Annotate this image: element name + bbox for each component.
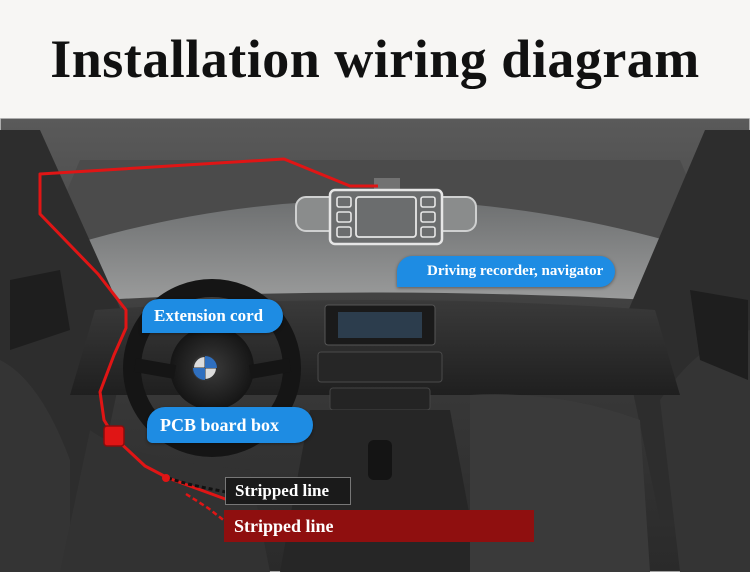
page-title: Installation wiring diagram: [50, 29, 700, 89]
car-interior-photo: [0, 118, 750, 572]
dash-cam-icon: [295, 178, 477, 246]
driver-seat: [60, 430, 270, 572]
steering-wheel-icon: [123, 279, 301, 457]
power-wire: [38, 157, 378, 523]
stripped-line-black-label: Stripped line: [225, 477, 351, 505]
gear-lever: [368, 440, 392, 480]
callout-extension-cord: Extension cord: [142, 299, 284, 333]
passenger-seat: [470, 394, 650, 572]
right-mirror: [690, 290, 748, 380]
callout-driving-recorder: Driving recorder, navigator: [397, 256, 616, 287]
page-title-bar: Installation wiring diagram: [0, 0, 750, 118]
pcb-box-icon: [103, 425, 125, 447]
callout-pcb-board-box: PCB board box: [147, 407, 314, 443]
stripped-line-red-label: Stripped line: [224, 510, 534, 542]
left-mirror: [10, 270, 70, 350]
